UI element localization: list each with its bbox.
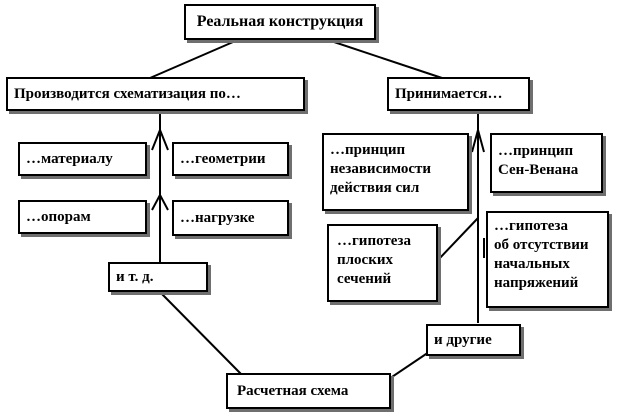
node-supports: …опорам [18, 200, 147, 234]
node-calculation-scheme: Расчетная схема [226, 373, 391, 409]
node-others: и другие [426, 324, 521, 356]
node-real-structure: Реальная конструкция [184, 4, 376, 40]
node-load: …нагрузке [172, 200, 289, 236]
node-etc: и т. д. [108, 262, 208, 292]
node-geometry: …геометрии [172, 142, 289, 176]
edge-supports [151, 192, 169, 211]
edge-root-schematize [149, 38, 241, 79]
node-saint-venant-principle: …принцип Сен-Венана [490, 133, 603, 193]
node-schematization: Производится схематизация по… [6, 77, 305, 111]
node-plane-sections-hypothesis: …гипотеза плоских сечений [327, 224, 438, 302]
node-no-initial-stress-hypothesis: …гипотеза об отсутствии начальных напряж… [486, 211, 609, 308]
edge-etc-scheme [157, 289, 243, 376]
edge-independence [471, 126, 485, 153]
node-material: …материалу [18, 142, 147, 176]
edge-root-accepted [324, 38, 443, 79]
node-independence-principle: …принцип независимости действия сил [322, 133, 469, 211]
edge-plane-sections [437, 217, 479, 261]
node-accepted: Принимается… [387, 77, 530, 111]
edge-material [151, 127, 169, 151]
